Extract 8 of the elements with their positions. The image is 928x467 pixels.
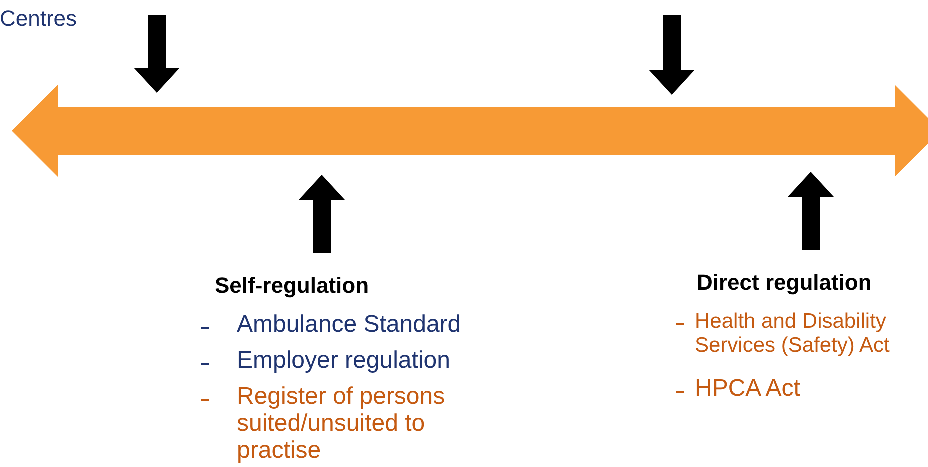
group-heading: Self-regulation	[215, 274, 370, 299]
list-item: Register of persons suited/unsuited to practise	[237, 384, 446, 465]
list-item: HPCA Act	[695, 376, 802, 403]
list-item: Employer regulation	[237, 348, 452, 375]
list-item: Ambulance Standard	[237, 312, 462, 339]
list-item: Health and Disability Services (Safety) Act	[695, 310, 891, 358]
scale-end-label: Centres	[0, 7, 78, 32]
group-heading: Direct regulation	[697, 271, 873, 296]
